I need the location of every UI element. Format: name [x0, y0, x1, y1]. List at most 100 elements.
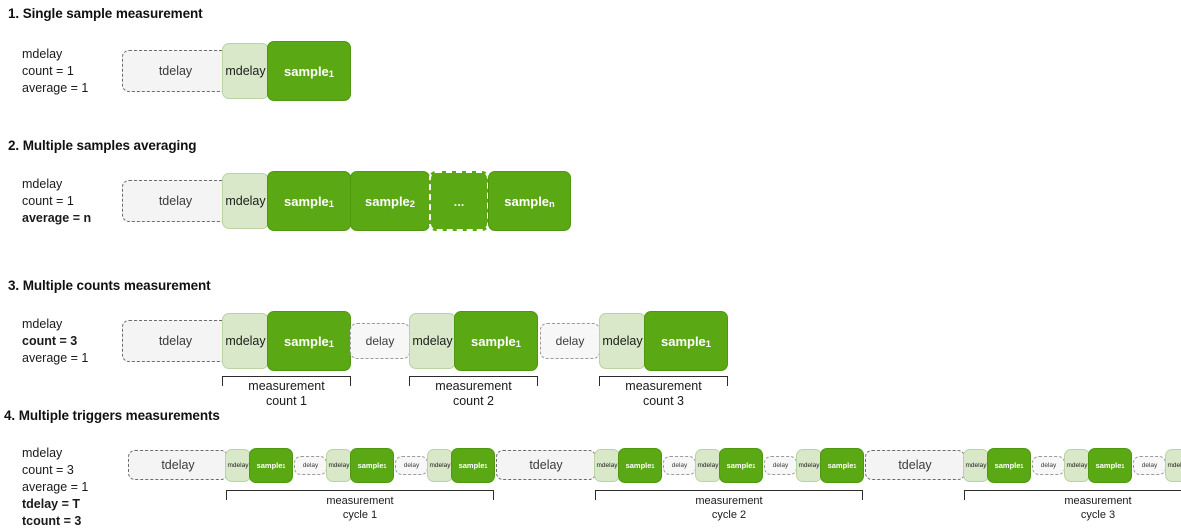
parameter-line: mdelay: [22, 177, 63, 191]
block-label: sample: [504, 193, 550, 209]
block-mdelay: mdelay: [599, 313, 646, 369]
block-mdelay: mdelay: [1064, 449, 1090, 482]
block-mdelay: mdelay: [225, 449, 251, 482]
block-mdelay: mdelay: [963, 449, 989, 482]
block-mdelay: mdelay: [427, 449, 453, 482]
block-label: sample: [726, 461, 753, 470]
block-label: sample: [994, 461, 1021, 470]
parameter-line: count = 1: [22, 64, 74, 78]
block-label: mdelay: [429, 462, 451, 469]
block-label: delay: [365, 334, 395, 348]
block-label: tdelay: [161, 458, 195, 472]
block-label: delay: [555, 334, 585, 348]
block-delay: delay: [350, 323, 410, 359]
block-label: sample: [827, 461, 854, 470]
block-label: delay: [1040, 462, 1057, 469]
block-label: delay: [772, 462, 789, 469]
bracket-caption-line2: cycle 2: [711, 509, 747, 521]
parameter-list-2: mdelay count = 1 average = n: [22, 176, 91, 227]
bracket-caption-line1: measurement: [326, 495, 394, 507]
block-mdelay: mdelay: [796, 449, 822, 482]
block-label: tdelay: [158, 194, 193, 208]
parameter-line: average = 1: [22, 81, 89, 95]
block-mdelay: mdelay: [222, 313, 269, 369]
block-delay: delay: [395, 456, 428, 475]
parameter-line: count = 1: [22, 194, 74, 208]
parameter-list-3: mdelay count = 3 average = 1: [22, 316, 88, 367]
block-label: tdelay: [158, 64, 193, 78]
block-delay: delay: [294, 456, 327, 475]
bracket-caption-line2: cycle 1: [342, 509, 378, 521]
block-label: sample: [1095, 461, 1122, 470]
block-tdelay: tdelay: [122, 50, 229, 92]
section-title-4: 4. Multiple triggers measurements: [4, 408, 220, 423]
block-label: sample: [283, 63, 329, 79]
block-label: sample: [625, 461, 652, 470]
block-mdelay: mdelay: [1165, 449, 1181, 482]
bracket-caption-line1: measurement: [435, 379, 512, 393]
block-label: sample: [364, 193, 410, 209]
parameter-line: average = 1: [22, 351, 89, 365]
bracket-caption-line2: cycle 3: [1080, 509, 1116, 521]
parameter-list-1: mdelay count = 1 average = 1: [22, 46, 88, 97]
block-label: sample: [283, 333, 329, 349]
section-title-1: 1. Single sample measurement: [8, 6, 203, 21]
block-label: sample: [283, 193, 329, 209]
block-tdelay: tdelay: [496, 450, 596, 480]
block-mdelay: mdelay: [695, 449, 721, 482]
bracket-caption-line1: measurement: [695, 495, 763, 507]
block-label: mdelay: [697, 462, 719, 469]
parameter-line: average = n: [22, 211, 92, 225]
bracket-caption: measurement cycle 2: [595, 494, 863, 522]
bracket-caption-line2: count 3: [642, 394, 684, 408]
block-label: sample: [256, 461, 283, 470]
parameter-line: mdelay: [22, 47, 63, 61]
block-label: sample: [660, 333, 706, 349]
parameter-line: count = 3: [22, 334, 78, 348]
parameter-line: mdelay: [22, 317, 63, 331]
block-tdelay: tdelay: [865, 450, 965, 480]
block-delay: delay: [1133, 456, 1166, 475]
bracket-caption: measurement cycle 1: [226, 494, 494, 522]
block-delay: delay: [764, 456, 797, 475]
block-ellipsis: ...: [429, 171, 489, 231]
block-mdelay: mdelay: [326, 449, 352, 482]
block-label: mdelay: [596, 462, 618, 469]
block-label: tdelay: [898, 458, 932, 472]
block-delay: delay: [663, 456, 696, 475]
block-label: delay: [403, 462, 420, 469]
measurement-bracket: [409, 376, 538, 386]
measurement-bracket: [226, 490, 494, 500]
block-label: delay: [671, 462, 688, 469]
block-label: mdelay: [1066, 462, 1088, 469]
measurement-bracket: [595, 490, 863, 500]
block-label: sample: [458, 461, 485, 470]
block-delay: delay: [540, 323, 600, 359]
block-tdelay: tdelay: [122, 320, 229, 362]
parameter-line: tcount = 3: [22, 514, 82, 528]
block-label: mdelay: [965, 462, 987, 469]
bracket-caption-line1: measurement: [625, 379, 702, 393]
block-label: sample: [470, 333, 516, 349]
block-label: mdelay: [412, 334, 453, 348]
block-mdelay: mdelay: [409, 313, 456, 369]
block-label: delay: [302, 462, 319, 469]
block-label: ...: [453, 193, 465, 209]
measurement-bracket: [599, 376, 728, 386]
